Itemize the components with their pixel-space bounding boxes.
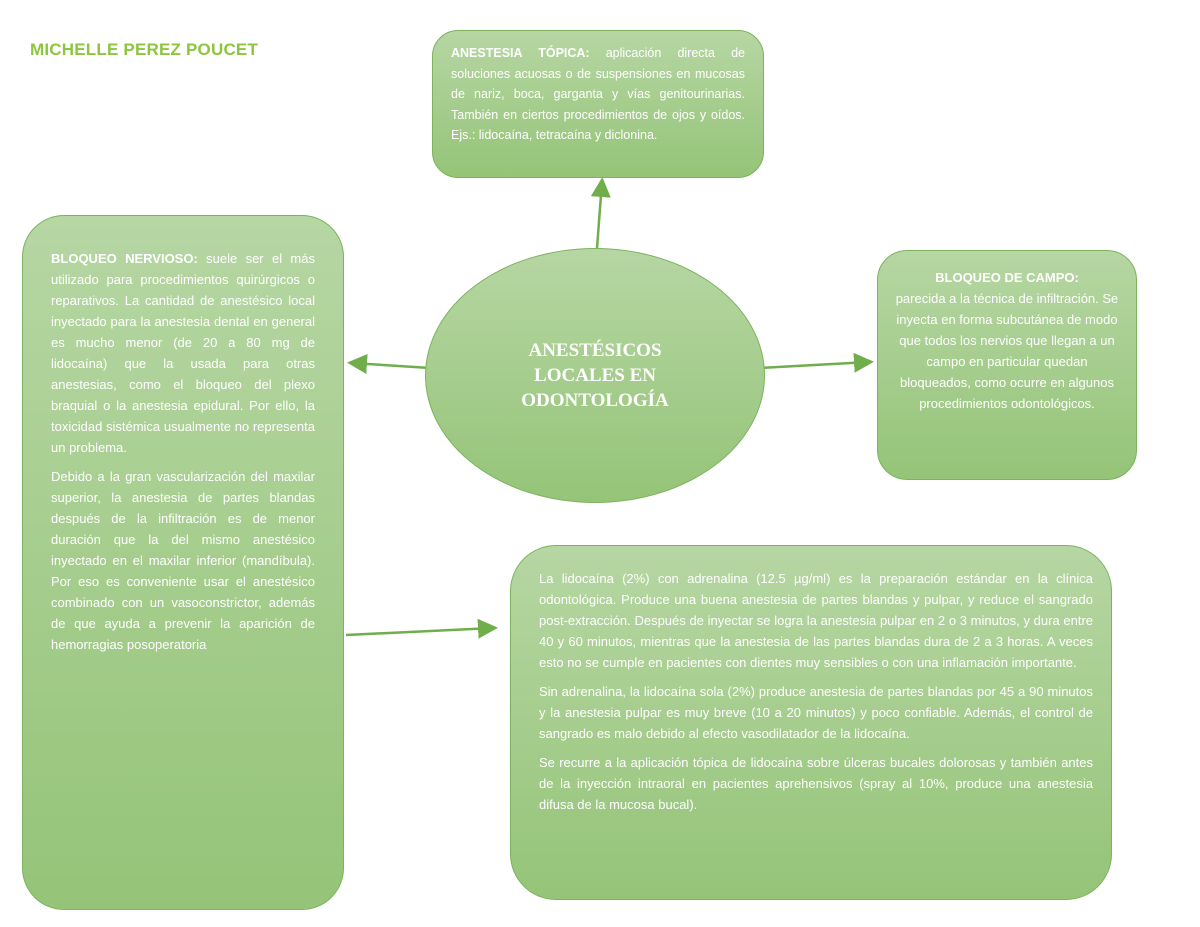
lidocaine-paragraph-1: La lidocaína (2%) con adrenalina (12.5 µ… [539,571,1093,670]
topical-anesthesia-box: ANESTESIA TÓPICA: aplicación directa de … [432,30,764,178]
field-block-heading: BLOQUEO DE CAMPO: [935,270,1079,285]
central-topic-title: ANESTÉSICOS LOCALES EN ODONTOLOGÍA [521,340,669,411]
lidocaine-box: La lidocaína (2%) con adrenalina (12.5 µ… [510,545,1112,900]
topical-heading: ANESTESIA TÓPICA: [451,46,590,60]
lidocaine-paragraph-3: Se recurre a la aplicación tópica de lid… [539,755,1093,812]
field-block-box: BLOQUEO DE CAMPO: parecida a la técnica … [877,250,1137,480]
author-name: MICHELLE PEREZ POUCET [30,40,259,59]
central-topic-ellipse: ANESTÉSICOS LOCALES EN ODONTOLOGÍA [425,248,765,503]
lidocaine-paragraph-2: Sin adrenalina, la lidocaína sola (2%) p… [539,684,1093,741]
nerve-block-paragraph-2: Debido a la gran vascularización del max… [51,469,315,652]
arrow-to-topical [590,177,611,249]
topical-text: aplicación directa de soluciones acuosas… [451,46,745,142]
arrow-to-field-block [759,352,874,373]
arrow-to-nerve-block [347,353,431,374]
nerve-block-text: suele ser el más utilizado para procedim… [51,251,315,455]
arrow-to-lidocaine [345,618,498,639]
field-block-text: parecida a la técnica de infiltración. S… [895,291,1119,411]
nerve-block-heading: BLOQUEO NERVIOSO: [51,251,198,266]
nerve-block-box: BLOQUEO NERVIOSO: suele ser el más utili… [22,215,344,910]
